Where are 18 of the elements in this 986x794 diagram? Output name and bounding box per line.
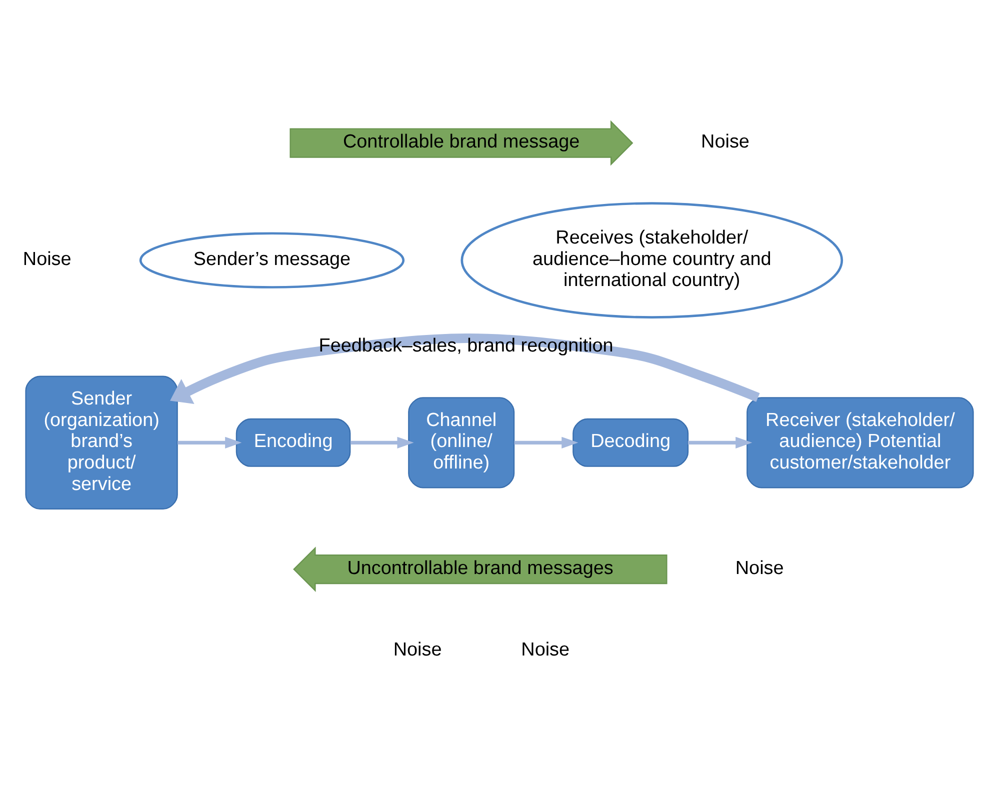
label: Noise [521,639,570,660]
edge-label: Feedback–sales, brand recognition [318,335,614,356]
node-box: Channel (online/ offline) [408,397,515,488]
label: Noise [393,639,442,660]
node-box: Encoding [236,418,351,467]
label: Noise [22,248,72,270]
node-ellipse: Receives (stakeholder/ audience–home country and international country) [460,202,844,318]
arrow [178,436,242,448]
arrow [350,436,414,448]
node-box: Receiver (stakeholder/ audience) Potential customer/stakeholder [746,397,974,488]
node-ellipse: Sender’s message [139,232,405,288]
arrow [170,334,760,404]
arrow [688,436,752,448]
node-box: Sender (organization) brand’s product/ service [25,376,178,510]
arrow [514,436,578,448]
label: Noise [735,558,784,579]
label: Noise [701,132,750,153]
node-box: Decoding [572,418,689,467]
